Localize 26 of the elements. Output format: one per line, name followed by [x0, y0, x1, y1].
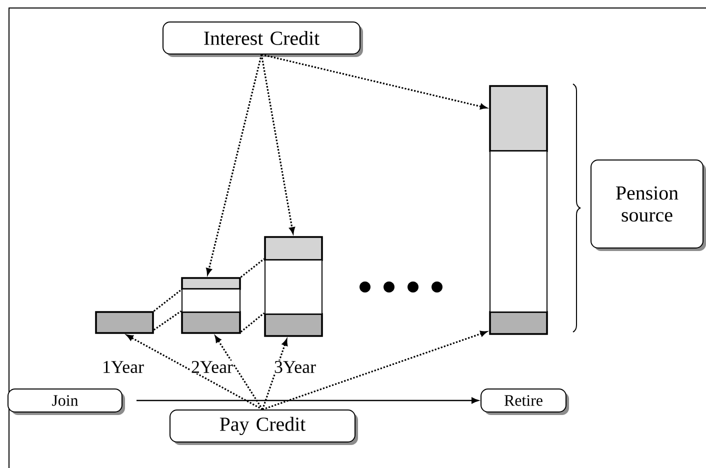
rounded-box: Retire: [480, 388, 569, 415]
bar-segment: [489, 85, 548, 152]
arrow: [214, 336, 264, 410]
bar-segment: [181, 311, 241, 334]
arrow: [136, 397, 479, 404]
year-label: 2Year: [190, 360, 234, 374]
bar-segment: [490, 150, 548, 312]
bar-segment: [264, 236, 323, 261]
bar-segment: [489, 311, 548, 335]
bar-segment: [95, 311, 154, 334]
year-label: 1Year: [102, 360, 144, 374]
rounded-box: Interest Credit: [162, 22, 363, 57]
bar-segment: [182, 288, 240, 312]
arrow: [260, 54, 295, 234]
bar-segment: [181, 277, 241, 290]
bar-segment: [264, 313, 323, 337]
arrow: [126, 334, 263, 410]
arrow: [262, 330, 487, 410]
year-label: 3Year: [274, 360, 316, 374]
arrow: [262, 339, 288, 410]
bar-segment: [264, 260, 322, 314]
arrow: [261, 54, 487, 110]
arrow: [206, 54, 262, 275]
rounded-box: Pay Credit: [170, 410, 358, 445]
rounded-box: Pension source: [590, 160, 706, 251]
rounded-box: Join: [8, 388, 125, 415]
